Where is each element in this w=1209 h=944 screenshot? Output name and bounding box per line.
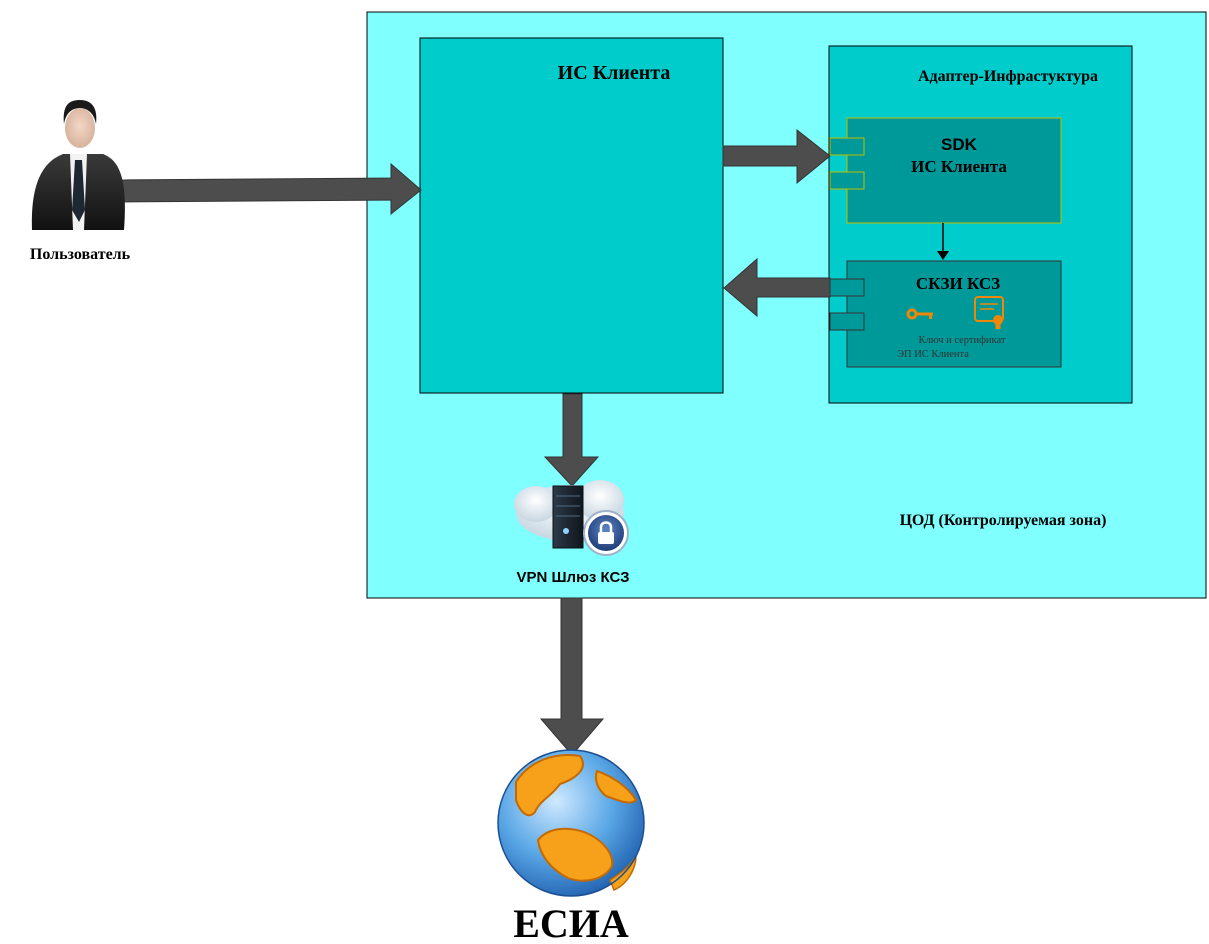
zone-label: ЦОД (Контролируемая зона) xyxy=(900,512,1107,529)
server-cloud-lock-icon xyxy=(514,480,629,556)
vpn-label: VPN Шлюз КСЗ xyxy=(516,569,629,586)
skzi-port-top xyxy=(829,278,865,297)
sdk-label: SDK xyxy=(941,135,978,154)
arrow-client-to-sdk xyxy=(722,128,831,185)
certificate-icon xyxy=(974,296,1004,329)
client-is-label: ИС Клиента xyxy=(558,62,671,84)
arrow-skzi-to-client xyxy=(723,257,831,318)
arrow-zone-to-esia xyxy=(539,597,605,756)
skzi-label: СКЗИ КСЗ xyxy=(916,274,1000,293)
businessman-icon xyxy=(31,100,125,230)
skzi-port-bottom xyxy=(829,312,865,331)
key-cert-label-line1: Ключ и сертификат xyxy=(919,335,1006,346)
key-icon xyxy=(906,308,933,320)
sdk-sublabel: ИС Клиента xyxy=(911,157,1007,176)
user-label: Пользователь xyxy=(30,246,131,263)
sdk-to-skzi-arrowhead xyxy=(937,251,949,260)
sdk-port-top xyxy=(829,137,865,156)
globe-icon xyxy=(497,749,645,897)
arrow-client-to-vpn xyxy=(543,393,600,487)
client-is-box[interactable] xyxy=(419,37,724,394)
arrow-user-to-client xyxy=(116,162,422,216)
esia-label: ЕСИА xyxy=(513,901,629,944)
key-cert-label-line2: ЭП ИС Клиента xyxy=(897,349,969,360)
skzi-module[interactable] xyxy=(846,260,1062,368)
adapter-infrastructure-label: Адаптер-Инфрастуктура xyxy=(918,68,1098,85)
sdk-port-bottom xyxy=(829,171,865,190)
sdk-module[interactable] xyxy=(846,117,1062,224)
